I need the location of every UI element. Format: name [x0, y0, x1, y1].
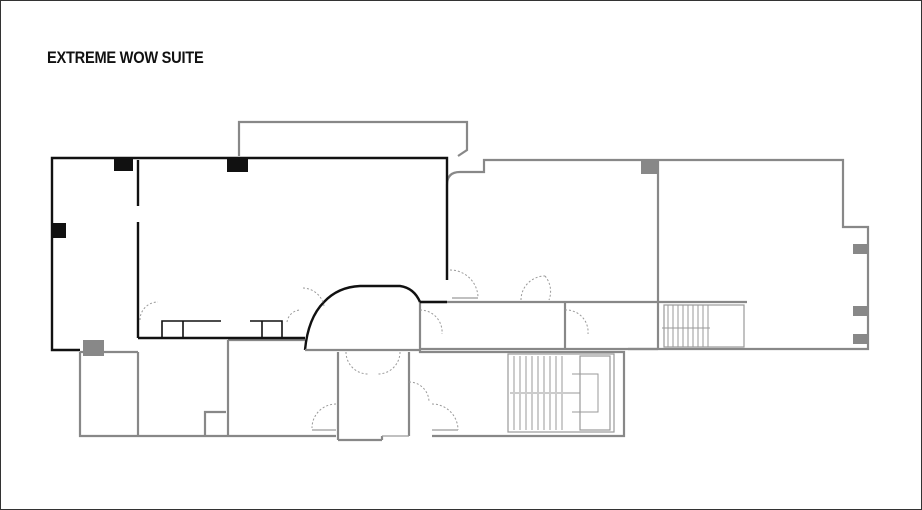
door-swing — [345, 351, 369, 375]
door-swing — [311, 403, 337, 429]
center-stair — [507, 353, 615, 433]
door-swing — [408, 381, 430, 403]
suite-title: EXTREME WOW SUITE — [47, 48, 204, 67]
door-swing — [377, 351, 401, 375]
door-swing — [431, 403, 459, 431]
column-other — [853, 306, 868, 316]
door-swing — [302, 287, 325, 307]
top-annex-outline — [237, 120, 469, 157]
column-other — [853, 334, 868, 344]
column-other — [83, 340, 104, 356]
column-suite — [227, 158, 248, 172]
door-swing — [544, 275, 552, 301]
column-other — [853, 244, 868, 254]
right-stair — [662, 304, 745, 348]
door-swing — [419, 309, 443, 335]
lower-left-closet — [203, 410, 226, 436]
suite-counter — [161, 320, 221, 338]
lower-left-outline — [78, 352, 336, 438]
rotunda-wall — [303, 284, 422, 351]
column-suite — [114, 158, 133, 171]
suite-outline — [50, 156, 449, 352]
door-swing — [564, 309, 589, 335]
door-swing — [520, 275, 546, 301]
column-other — [641, 160, 658, 174]
door-swing — [139, 301, 159, 321]
door-swing — [286, 309, 302, 323]
column-suite — [52, 223, 66, 238]
door-swing — [449, 269, 479, 299]
suite-closet — [250, 320, 283, 338]
